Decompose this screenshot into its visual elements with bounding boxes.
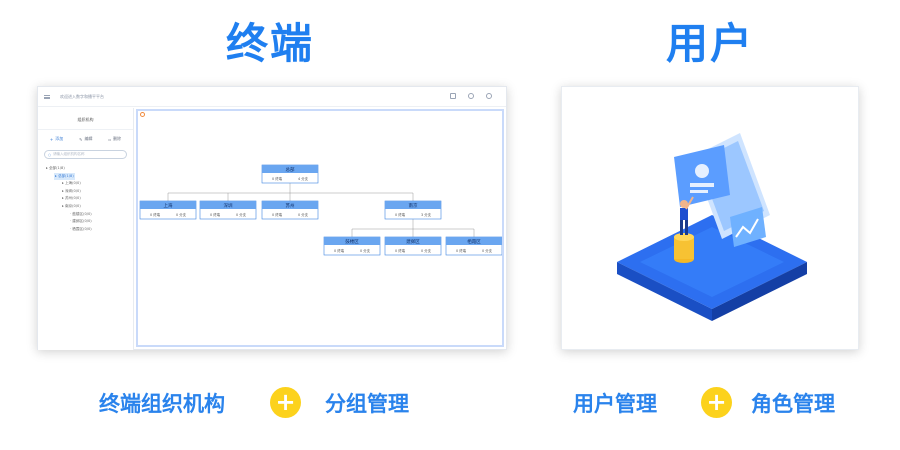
org-node-root-title: 总部 xyxy=(286,166,295,173)
warning-icon xyxy=(140,112,145,117)
person-leg xyxy=(680,220,683,235)
label-user-management: 用户管理 xyxy=(573,392,657,416)
tree-item[interactable]: · 鼓楼区(0/0) xyxy=(70,211,92,216)
org-node-title: 苏州 xyxy=(286,202,295,209)
org-node-branches: 0 分支 xyxy=(482,248,493,253)
org-node-terminals: 0 终端 xyxy=(150,212,161,217)
tree-item[interactable]: ▸ 南京(0/0) xyxy=(62,203,81,208)
sidebar-title: 组织机构 xyxy=(38,108,133,130)
org-node-branches: 0 分支 xyxy=(298,212,309,217)
tree-item[interactable]: ▸ 上海(0/0) xyxy=(62,181,81,186)
label-role-management: 角色管理 xyxy=(751,392,835,416)
plus-icon: + xyxy=(701,387,732,418)
user-icon[interactable] xyxy=(486,93,492,99)
platform-left xyxy=(617,262,712,321)
org-node-root-terminals: 0 终端 xyxy=(272,176,283,181)
org-node-terminals: 0 终端 xyxy=(456,248,467,253)
pencil-icon: ✎ xyxy=(79,136,83,142)
chart-line-icon xyxy=(735,218,759,238)
tree-item[interactable]: ▸ 深圳(0/0) xyxy=(62,188,81,193)
plus-icon: + xyxy=(270,387,301,418)
tree-item[interactable]: ▸ 总部(1/8) xyxy=(46,172,133,181)
search-icon: ○ xyxy=(48,152,52,157)
person-body xyxy=(680,208,688,220)
label-group-management: 分组管理 xyxy=(325,392,409,416)
person-head xyxy=(680,200,688,208)
org-node-header xyxy=(385,201,441,209)
terminal-screenshot: 欢迎进入数字和播平平台 组织机构 +添加 ✎编辑 ▫删除 ○ 请输入组织机构名称… xyxy=(37,86,507,350)
platform-right xyxy=(712,262,807,321)
user-illustration-card xyxy=(561,86,859,350)
org-node-title: 深圳 xyxy=(224,202,233,209)
trash-icon: ▫ xyxy=(108,136,112,142)
menu-icon[interactable] xyxy=(44,94,50,99)
org-node-title: 上海 xyxy=(164,202,173,209)
user-illustration xyxy=(617,133,807,321)
org-node-branches: 3 分支 xyxy=(421,212,432,217)
org-node-title: 栖霞区 xyxy=(467,238,481,245)
person-arm xyxy=(685,196,694,210)
tree-item[interactable]: ▸ 全部(1/8) xyxy=(46,166,65,170)
org-node-header xyxy=(324,237,380,245)
heading-terminal: 终端 xyxy=(225,19,314,68)
org-node-terminals: 0 终端 xyxy=(334,248,345,253)
label-terminal-org: 终端组织机构 xyxy=(99,392,225,416)
plus-icon: + xyxy=(49,136,54,142)
org-node-terminals: 0 终端 xyxy=(395,248,406,253)
org-node-terminals: 0 终端 xyxy=(395,212,406,217)
tree-item[interactable]: · 栖霞区(0/0) xyxy=(70,226,92,231)
org-node-header xyxy=(262,201,318,209)
org-tree: ▸ 全部(1/8) ▸ 总部(1/8)▸ 上海(0/0) ▸ 深圳(0/0) ▸ 苏州… xyxy=(38,165,133,233)
tree-item[interactable]: · 建邺区(0/0) xyxy=(70,219,92,224)
org-node-header xyxy=(200,201,256,209)
edit-button[interactable]: ✎编辑 xyxy=(79,136,93,142)
org-node-branches: 0 分支 xyxy=(236,212,247,217)
tree-item[interactable]: ▸ 苏州(0/0) xyxy=(62,196,81,201)
add-button[interactable]: +添加 xyxy=(49,136,64,142)
org-node-branches: 0 分支 xyxy=(176,212,187,217)
org-search-input[interactable]: ○ 请输入组织机构名称 xyxy=(44,150,127,159)
org-node-terminals: 0 终端 xyxy=(210,212,221,217)
org-node-header xyxy=(385,237,441,245)
org-node-title: 南京 xyxy=(409,202,418,209)
org-node-terminals: 0 终端 xyxy=(272,212,283,217)
org-node-branches: 0 分支 xyxy=(360,248,371,253)
app-topbar: 欢迎进入数字和播平平台 xyxy=(38,87,506,107)
org-sidebar: 组织机构 +添加 ✎编辑 ▫删除 ○ 请输入组织机构名称 ▸ 全部(1/8)▸ … xyxy=(38,108,134,350)
coin-stack-body xyxy=(674,237,694,259)
message-icon[interactable] xyxy=(468,93,474,99)
app-title: 欢迎进入数字和播平平台 xyxy=(60,93,104,99)
org-node-header xyxy=(446,237,502,245)
org-node-root-branches: 4 分支 xyxy=(298,176,309,181)
screen-icon[interactable] xyxy=(450,93,456,99)
org-node-branches: 0 分支 xyxy=(421,248,432,253)
org-node-title: 鼓楼区 xyxy=(345,238,359,245)
heading-user: 用户 xyxy=(665,19,754,68)
profile-line xyxy=(690,183,714,187)
sidebar-actions: +添加 ✎编辑 ▫删除 xyxy=(38,130,133,148)
person-leg-2 xyxy=(685,220,688,235)
chart-card xyxy=(730,207,766,247)
avatar-icon xyxy=(695,164,709,178)
delete-button[interactable]: ▫删除 xyxy=(108,136,122,142)
org-node-header xyxy=(140,201,196,209)
coin-top xyxy=(674,233,694,241)
profile-line-2 xyxy=(690,190,708,193)
org-node-root-header xyxy=(262,165,318,173)
org-node-title: 建邺区 xyxy=(406,238,420,245)
